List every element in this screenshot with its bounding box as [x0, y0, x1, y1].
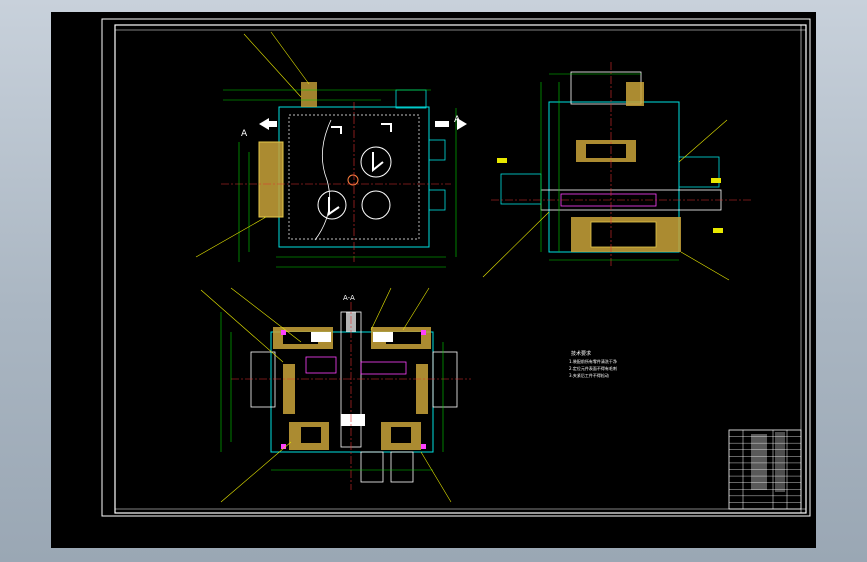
- notes-line-1: 1.装配前所有零件清洗干净: [569, 358, 617, 364]
- assembly-drawing: A A: [101, 18, 811, 517]
- technical-notes: 技术要求 1.装配前所有零件清洗干净 2.定位元件表面不得有毛刺 3.夹紧后工件…: [569, 350, 617, 378]
- notes-title: 技术要求: [571, 350, 591, 357]
- section-title: A-A: [343, 294, 355, 302]
- notes-line-3: 3.夹紧后工件不得松动: [569, 372, 609, 378]
- title-block: [728, 429, 802, 510]
- view-label-right: A: [454, 115, 461, 125]
- side-view: [482, 62, 751, 281]
- drawing-frame: [101, 18, 811, 517]
- cad-viewport[interactable]: A A: [51, 12, 816, 548]
- view-label-left: A: [241, 129, 248, 139]
- notes-line-2: 2.定位元件表面不得有毛刺: [569, 365, 617, 371]
- section-view-a-a: A-A: [200, 287, 471, 503]
- front-view: A A: [195, 31, 467, 268]
